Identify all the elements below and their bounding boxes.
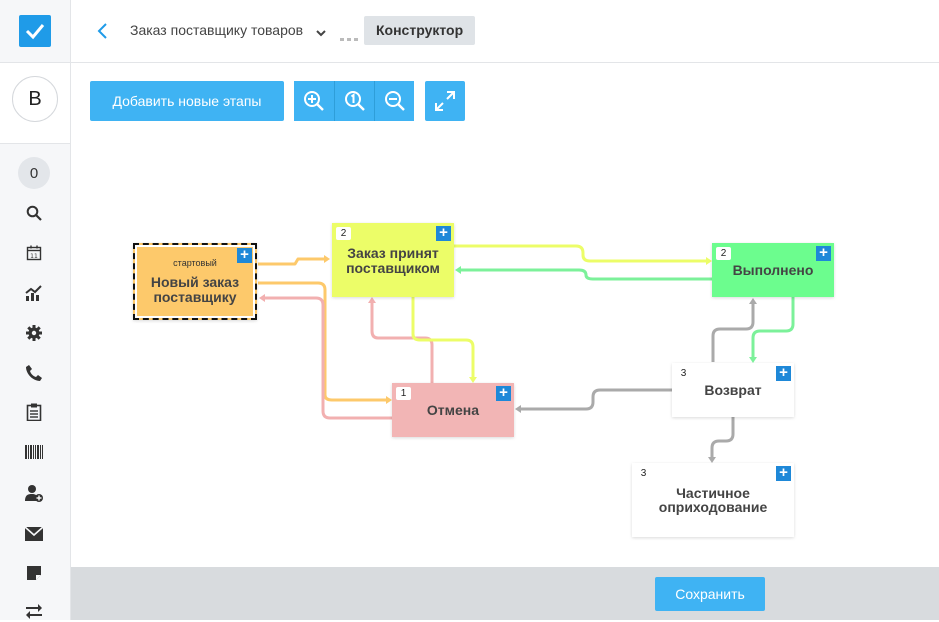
- start-tag: стартовый: [173, 258, 217, 268]
- add-stages-button[interactable]: Добавить новые этапы: [90, 81, 284, 121]
- zoom-in-icon[interactable]: [294, 81, 334, 121]
- arrowhead: [259, 294, 265, 302]
- zoom-reset-icon[interactable]: [334, 81, 374, 121]
- save-button[interactable]: Сохранить: [655, 577, 765, 611]
- stage-title: Выполнено: [732, 262, 814, 278]
- connector-accepted-to-cancel: [411, 297, 475, 380]
- user-block: B: [0, 63, 70, 143]
- stage-number: 1: [396, 387, 411, 400]
- stage-return[interactable]: 3 + Возврат: [672, 363, 794, 417]
- fullscreen-icon[interactable]: [425, 81, 465, 121]
- arrowhead: [324, 255, 330, 263]
- stage-title: Отмена: [426, 402, 480, 418]
- stage-title: Заказ принят: [347, 245, 439, 261]
- phone-icon[interactable]: [23, 362, 45, 384]
- breadcrumb[interactable]: Заказ поставщику товаров: [130, 22, 304, 38]
- search-icon[interactable]: [23, 202, 45, 224]
- stage-accepted[interactable]: 2 + Заказ принят поставщиком: [332, 223, 454, 297]
- tab-constructor[interactable]: Конструктор: [364, 16, 476, 45]
- stage-title: поставщиком: [346, 260, 440, 276]
- chevron-down-icon[interactable]: [316, 24, 326, 42]
- stage-cancel[interactable]: 1 + Отмена: [392, 383, 514, 437]
- sidebar: B 0 11: [0, 0, 71, 620]
- transfer-icon[interactable]: [23, 600, 45, 622]
- connector-return-to-partial: [710, 417, 735, 460]
- zoom-out-icon[interactable]: [374, 81, 414, 121]
- stage-number: 3: [676, 367, 691, 380]
- note-icon[interactable]: [23, 562, 45, 584]
- stage-done[interactable]: 2 + Выполнено: [712, 243, 834, 297]
- connector-accepted-to-done: [454, 244, 710, 263]
- stage-number: 2: [716, 247, 731, 260]
- add-stage-icon[interactable]: +: [496, 385, 511, 401]
- logo[interactable]: [19, 15, 51, 47]
- check-icon: [25, 24, 45, 40]
- stage-title: Новый заказ: [150, 274, 240, 290]
- divider: [0, 62, 70, 63]
- stage-title: Возврат: [704, 382, 762, 398]
- connector-new-to-accepted: [258, 257, 328, 266]
- arrowhead: [749, 298, 757, 304]
- back-arrow-icon[interactable]: [91, 19, 115, 43]
- connector-return-to-cancel: [518, 388, 672, 411]
- svg-text:11: 11: [30, 253, 38, 260]
- add-user-icon[interactable]: [23, 482, 45, 504]
- add-stage-icon[interactable]: +: [237, 247, 252, 263]
- mail-icon[interactable]: [23, 523, 45, 545]
- gear-icon[interactable]: [23, 322, 45, 344]
- stage-title: поставщику: [153, 289, 237, 305]
- add-stage-icon[interactable]: +: [816, 245, 831, 261]
- add-stage-icon[interactable]: +: [436, 225, 451, 241]
- avatar[interactable]: B: [12, 76, 58, 122]
- stage-number: 2: [336, 227, 351, 240]
- clipboard-icon[interactable]: [23, 401, 45, 423]
- stage-title: оприходование: [658, 499, 768, 515]
- notification-counter[interactable]: 0: [18, 157, 50, 189]
- stage-partial[interactable]: 3 + Частичное оприходование: [632, 463, 794, 537]
- add-stage-icon[interactable]: +: [776, 465, 791, 481]
- footer: Сохранить: [71, 567, 939, 620]
- calendar-icon[interactable]: 11: [23, 242, 45, 264]
- add-stage-icon[interactable]: +: [776, 365, 791, 381]
- connector-new-to-cancel: [258, 281, 390, 402]
- dots-separator-icon: [340, 29, 360, 47]
- stage-number: 3: [636, 467, 651, 480]
- connector-done-to-return: [751, 297, 795, 360]
- connector-cancel-to-new: [262, 296, 392, 420]
- connector-cancel-to-accepted: [370, 300, 434, 383]
- connector-return-to-done: [711, 301, 755, 362]
- arrowhead: [368, 297, 376, 303]
- header: Заказ поставщику товаров Конструктор: [71, 0, 939, 63]
- stage-new-order[interactable]: стартовый + Новый заказ поставщику: [133, 243, 257, 320]
- connector-done-to-accepted: [458, 268, 712, 281]
- barcode-icon[interactable]: [23, 441, 45, 463]
- divider: [0, 143, 70, 144]
- zoom-controls: [294, 81, 414, 121]
- stage-title: Частичное: [676, 485, 750, 501]
- arrowhead: [455, 266, 461, 274]
- arrowhead: [515, 405, 521, 413]
- chart-icon[interactable]: [23, 282, 45, 304]
